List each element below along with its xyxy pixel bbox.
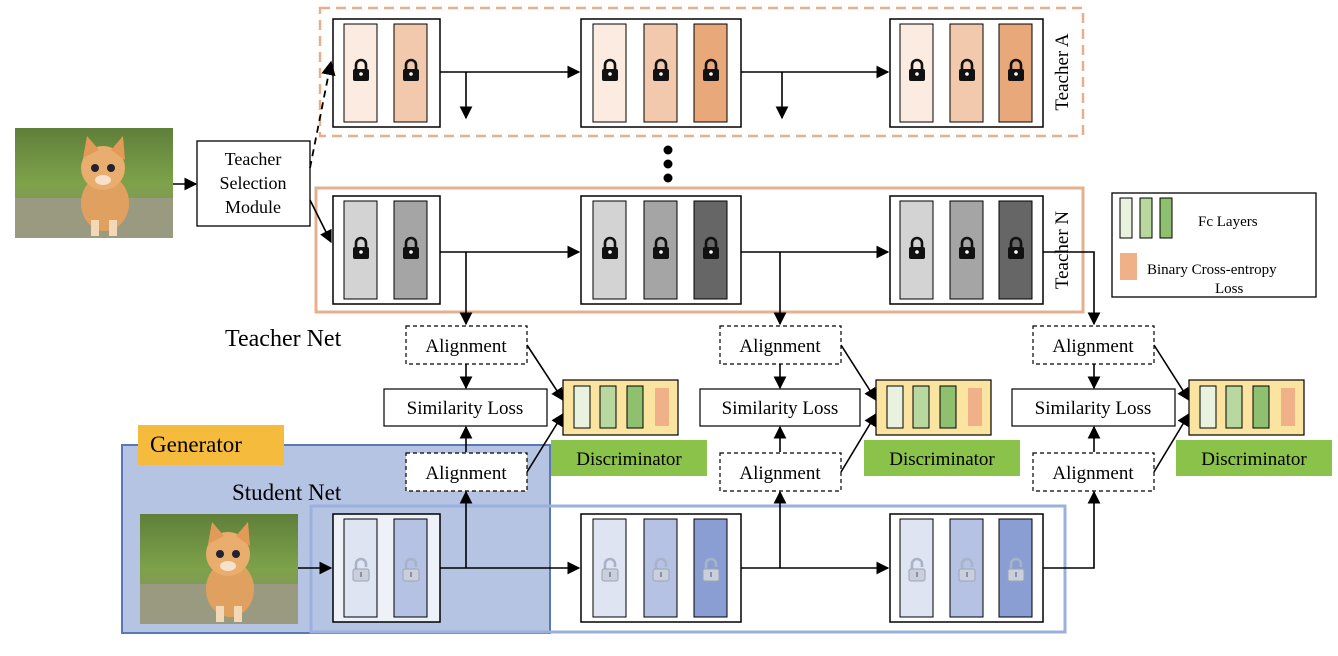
- alignment-box: [1032, 325, 1155, 365]
- generator-label: Generator: [150, 432, 242, 457]
- teacher-a-label: Teacher A: [1052, 33, 1073, 111]
- teacher-n-block-3: [889, 195, 1044, 305]
- tsm-line2: Selection: [220, 173, 287, 193]
- similarity-loss-text: Similarity Loss: [407, 398, 524, 419]
- legend-fc-layers: Fc Layers: [1198, 214, 1258, 230]
- similarity-loss-text: Similarity Loss: [722, 398, 839, 419]
- alignment-text: Alignment: [739, 463, 821, 484]
- similarity-loss-text: Similarity Loss: [1035, 398, 1152, 419]
- legend-bce-line2: Loss: [1215, 281, 1244, 297]
- loss-path-3: Alignment Similarity Loss Alignment Disc…: [1011, 325, 1332, 569]
- alignment-text: Alignment: [425, 336, 507, 357]
- student-block-1: [332, 513, 441, 623]
- teacher-n-block-2: [580, 195, 742, 305]
- alignment-text: Alignment: [1052, 463, 1134, 484]
- teacher-a-block-3: [889, 18, 1044, 128]
- loss-path-2: Alignment Similarity Loss Alignment Disc…: [699, 325, 1020, 568]
- discriminator-tag: [864, 440, 1020, 476]
- generator-tag: [138, 425, 284, 465]
- teacher-net-label: Teacher Net: [225, 326, 342, 352]
- similarity-loss-box: [383, 388, 548, 427]
- student-region: [309, 504, 1067, 634]
- teacher-n-label: Teacher N: [1052, 211, 1073, 290]
- student-input-cat-image: [140, 514, 298, 624]
- discriminator-tag: [551, 440, 707, 476]
- alignment-box: [719, 452, 842, 492]
- similarity-loss-box: [699, 388, 861, 427]
- tsm-line3: Module: [225, 197, 281, 217]
- input-cat-image: [15, 128, 173, 238]
- student-block-3: [889, 513, 1044, 623]
- teacher-n-block-1: [332, 195, 441, 305]
- discriminator-text: Discriminator: [576, 449, 682, 470]
- discriminator-tag: [1176, 440, 1332, 476]
- discriminator-text: Discriminator: [889, 449, 995, 470]
- teacher-a-block-1: [332, 18, 441, 128]
- teacher-n-region: [314, 186, 1085, 314]
- discriminator-text: Discriminator: [1201, 449, 1307, 470]
- legend-bce-line1: Binary Cross-entropy: [1147, 262, 1277, 278]
- student-net-label: Student Net: [232, 480, 342, 505]
- tsm-line1: Teacher: [225, 149, 282, 169]
- loss-path-1: Alignment Similarity Loss Alignment Disc…: [383, 325, 707, 568]
- cat-photo-icon: [15, 128, 173, 238]
- alignment-text: Alignment: [425, 463, 507, 484]
- similarity-loss-box: [1011, 388, 1176, 427]
- alignment-text: Alignment: [1052, 336, 1134, 357]
- cat-photo-icon: [140, 514, 298, 624]
- teacher-a-region: [318, 6, 1085, 138]
- student-block-2: [580, 513, 742, 623]
- teacher-a-block-2: [580, 18, 742, 128]
- teacher-selection-module: [196, 140, 311, 227]
- alignment-text: Alignment: [739, 336, 821, 357]
